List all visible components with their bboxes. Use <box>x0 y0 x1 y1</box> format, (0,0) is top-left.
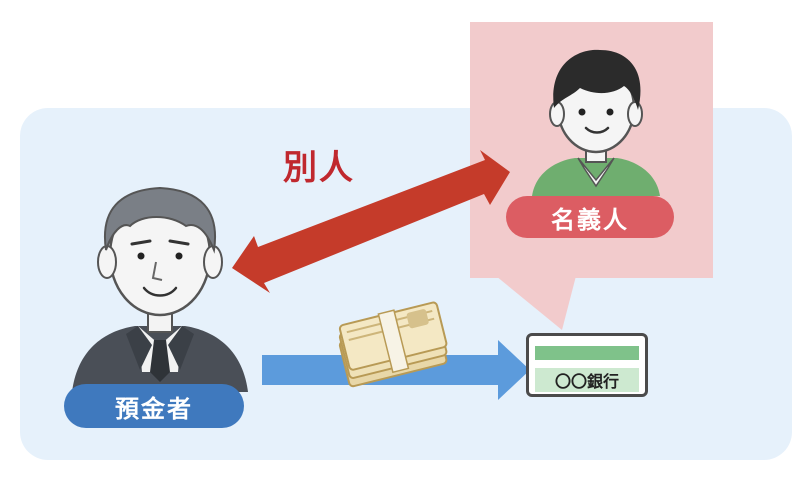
bank-card-stripe <box>535 346 639 360</box>
bank-card-icon: 〇〇銀行 <box>526 333 648 397</box>
different-person-label: 別人 <box>283 148 355 188</box>
young-man-icon <box>532 49 660 196</box>
double-headed-arrow-icon <box>232 150 510 293</box>
depositor-label: 預金者 <box>64 384 244 428</box>
speech-bubble-tail <box>496 276 576 330</box>
nominee-label: 名義人 <box>506 196 674 238</box>
banknote-bundle-icon <box>338 301 448 388</box>
bank-name-label: 〇〇銀行 <box>535 368 639 392</box>
older-man-in-suit-icon <box>72 186 248 392</box>
